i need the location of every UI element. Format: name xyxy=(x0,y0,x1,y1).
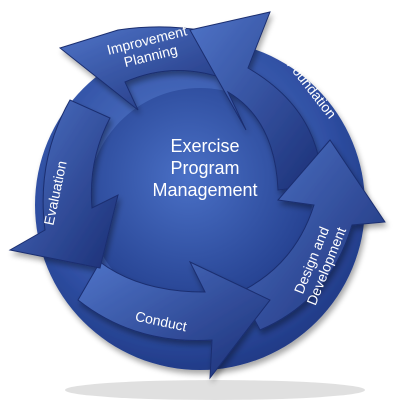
inner-disc xyxy=(88,88,312,312)
conduct-arrow xyxy=(77,260,271,380)
center-line-2: Program xyxy=(170,158,239,178)
evaluation-arrow xyxy=(8,99,119,269)
center-line-3: Management xyxy=(152,180,257,200)
ground-shadow xyxy=(65,380,365,400)
cycle-arrows xyxy=(8,11,386,380)
center-title: Exercise Program Management xyxy=(152,136,257,200)
center-line-1: Exercise xyxy=(170,136,239,156)
